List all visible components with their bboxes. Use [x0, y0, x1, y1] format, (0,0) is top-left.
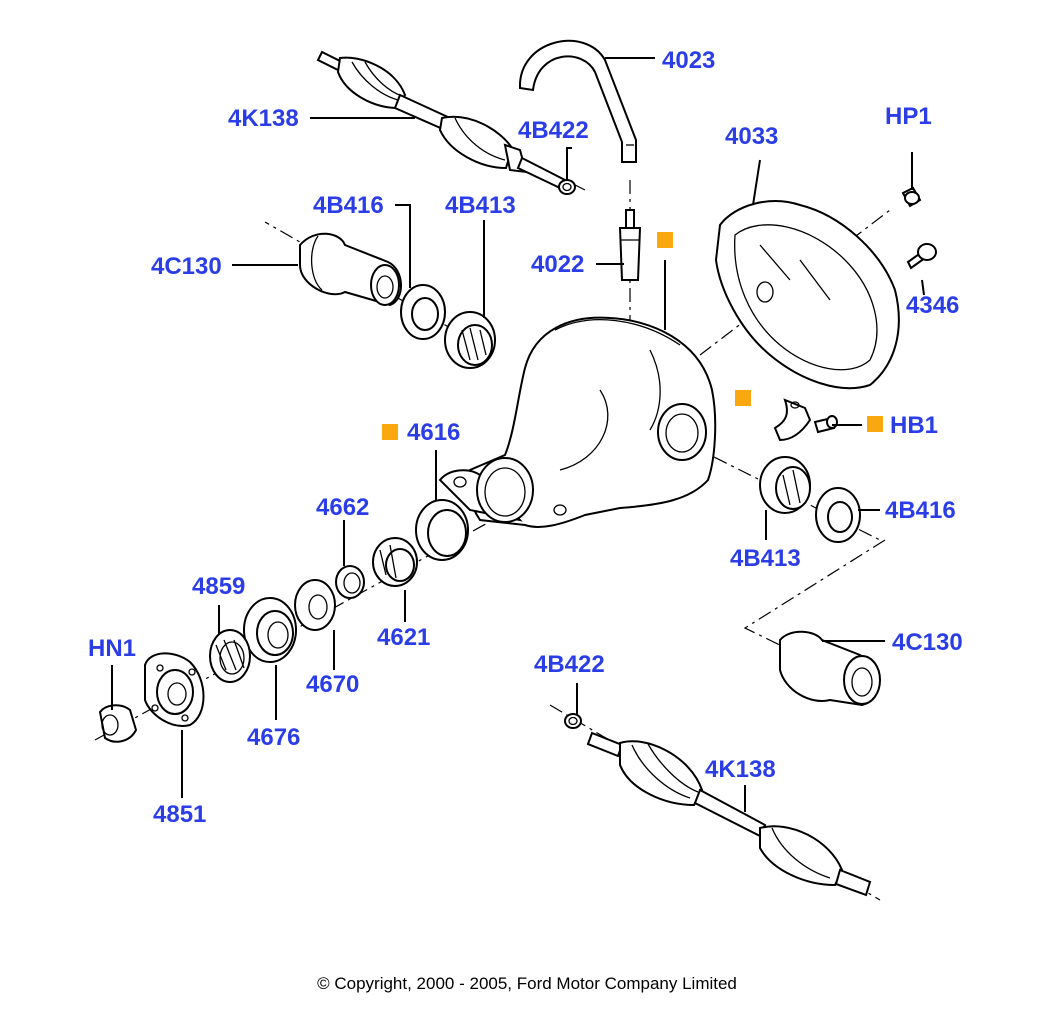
label-4662: 4662	[316, 494, 369, 521]
label-4851: 4851	[153, 801, 206, 828]
halfshaft-top-4K138	[316, 50, 567, 190]
pinion-bearing-4621	[372, 537, 418, 587]
label-4K138-top: 4K138	[228, 105, 299, 132]
label-4676: 4676	[247, 724, 300, 751]
flange-left-4C130	[299, 232, 402, 307]
label-HB1: HB1	[890, 412, 938, 439]
label-HN1: HN1	[88, 635, 136, 662]
marker-4022	[657, 232, 673, 248]
label-4K138-bottom: 4K138	[705, 756, 776, 783]
bolt-HB1	[813, 415, 838, 434]
label-4B413-right: 4B413	[730, 545, 801, 572]
label-4B416-right: 4B416	[885, 497, 956, 524]
label-4023: 4023	[662, 47, 715, 74]
marker-HB1	[867, 416, 883, 432]
label-4C130-left: 4C130	[151, 253, 222, 280]
label-4033: 4033	[725, 123, 778, 150]
seal-right-4B416	[815, 487, 861, 543]
label-4621: 4621	[377, 624, 430, 651]
marker-bearing-cap	[735, 390, 751, 406]
label-HP1: HP1	[885, 103, 932, 130]
pinion-nut-HN1	[98, 704, 138, 743]
collapsible-spacer-4662	[335, 565, 365, 599]
label-4859: 4859	[192, 573, 245, 600]
label-4C130-right: 4C130	[892, 629, 963, 656]
label-4B422-top: 4B422	[518, 117, 589, 144]
pinion-bearing-4616	[415, 499, 469, 561]
leader-lines	[111, 57, 925, 812]
pinion-seal-4676	[243, 597, 297, 663]
label-4616: 4616	[407, 419, 460, 446]
vent-hose-4023	[518, 39, 637, 163]
oil-slinger-4670	[294, 579, 336, 631]
bearing-left-4B413	[444, 311, 496, 369]
rear-cover-4033	[714, 200, 900, 390]
companion-flange-4851	[144, 652, 205, 727]
bearing-cap	[773, 398, 812, 442]
plug-HP1	[901, 186, 922, 208]
label-4670: 4670	[306, 671, 359, 698]
differential-housing	[438, 316, 717, 528]
halfshaft-bottom-4K138	[586, 731, 872, 897]
circlip-bottom-4B422	[564, 713, 582, 729]
label-4346: 4346	[906, 292, 959, 319]
breather-4022	[618, 209, 642, 281]
seal-left-4B416	[400, 284, 446, 340]
bearing-right-4B413	[759, 456, 811, 514]
orange-markers	[382, 232, 883, 440]
circlip-top-4B422	[558, 179, 576, 195]
label-4B416-left: 4B416	[313, 192, 384, 219]
label-4B422-bottom: 4B422	[534, 651, 605, 678]
flange-right-4C130	[779, 630, 881, 707]
label-4022: 4022	[531, 251, 584, 278]
bolt-4346	[906, 243, 937, 270]
marker-4616	[382, 424, 398, 440]
copyright-text: © Copyright, 2000 - 2005, Ford Motor Com…	[317, 974, 737, 993]
part-labels: 4023 4K138 4B422 4033 HP1 4B416 4B413 40…	[88, 47, 963, 828]
deflector-4859	[209, 629, 251, 683]
label-4B413-left: 4B413	[445, 192, 516, 219]
